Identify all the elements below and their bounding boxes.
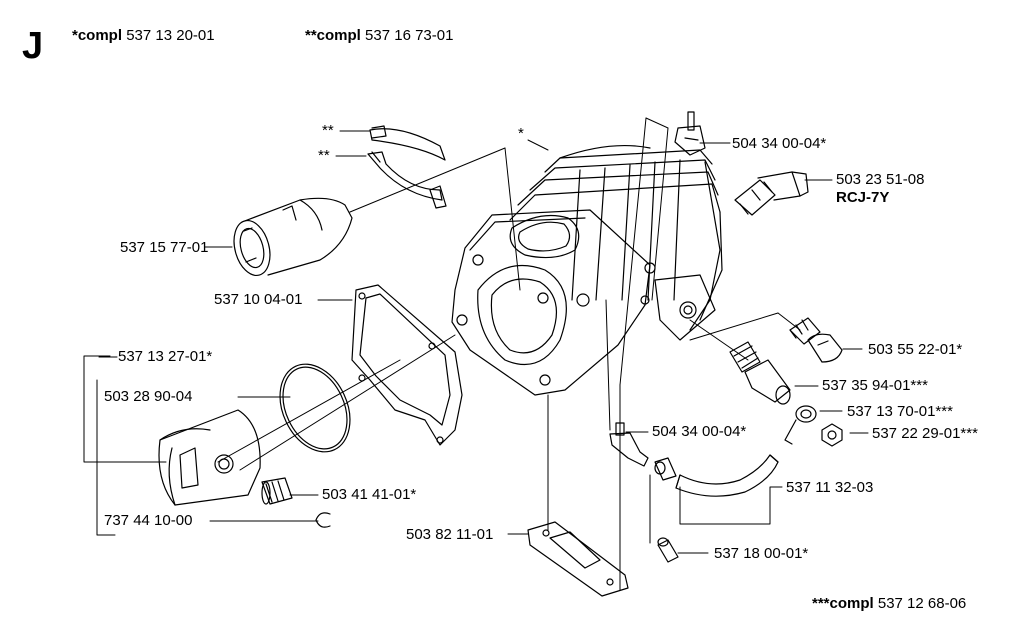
label-537-13-70-01: 537 13 70-01*** [847,403,953,420]
intake-pipe-part [233,197,353,277]
label-537-15-77-01: 537 15 77-01 [120,239,209,256]
base-gasket-part [351,284,463,446]
fuel-hose-part [654,454,779,497]
leader-lines [83,117,869,591]
cylinder-part [451,144,723,396]
label-503-55-22-01: 503 55 22-01* [868,341,963,358]
section-letter: J [22,25,44,67]
nut-part [821,423,843,447]
sleeve-part [657,537,679,563]
spark-plug-part [734,171,809,216]
piston-ring-part [279,363,351,453]
compl-note-3-prefix: ***compl [812,595,874,612]
muffler-gasket-part [527,521,629,597]
compl-note-2-value: 537 16 73-01 [365,27,454,44]
nipple-mid-part [609,422,649,467]
label-rcj-7y: RCJ-7Y [836,189,890,206]
compl-note-3-value: 537 12 68-06 [877,595,967,612]
label-537-18-00-01: 537 18 00-01* [714,545,809,562]
label-503-23-51-08: 503 23 51-08 [836,171,925,188]
compl-note-1-prefix: *compl [72,27,123,44]
label-504-34-00-04-mid: 504 34 00-04* [652,423,747,440]
label-737-44-10-00: 737 44 10-00 [104,512,193,529]
mark-single-cylinder: * [518,125,524,142]
circlip-part [315,512,331,528]
label-503-41-41-01: 503 41 41-01* [322,486,417,503]
label-537-10-04-01: 537 10 04-01 [214,291,303,308]
compl-note-2-prefix: **compl [305,27,361,44]
compl-note-2: **compl 537 16 73-01 [305,27,453,44]
label-503-82-11-01: 503 82 11-01 [406,526,494,543]
label-503-28-90-04: 503 28 90-04 [104,388,193,405]
compl-note-1-value: 537 13 20-01 [126,27,215,44]
mark-double-1: ** [322,122,334,139]
compl-note-3: ***compl 537 12 68-06 [812,595,966,612]
label-537-35-94-01: 537 35 94-01*** [822,377,928,394]
sealing-washer-part [784,405,817,445]
label-504-34-00-04-top: 504 34 00-04* [732,135,827,152]
compl-note-1: *compl 537 13 20-01 [72,27,215,44]
decomp-plug-part [789,317,843,363]
label-537-22-29-01: 537 22 29-01*** [872,425,978,442]
label-537-13-27-01: 537 13 27-01* [118,348,213,365]
piston-part [158,409,261,506]
intake-clamps-part [367,125,447,209]
nipple-top-part [674,111,706,156]
label-537-11-32-03: 537 11 32-03 [786,479,874,496]
needle-bearing-part [261,477,293,505]
decomp-valve-part [729,341,791,405]
mark-double-2: ** [318,147,330,164]
